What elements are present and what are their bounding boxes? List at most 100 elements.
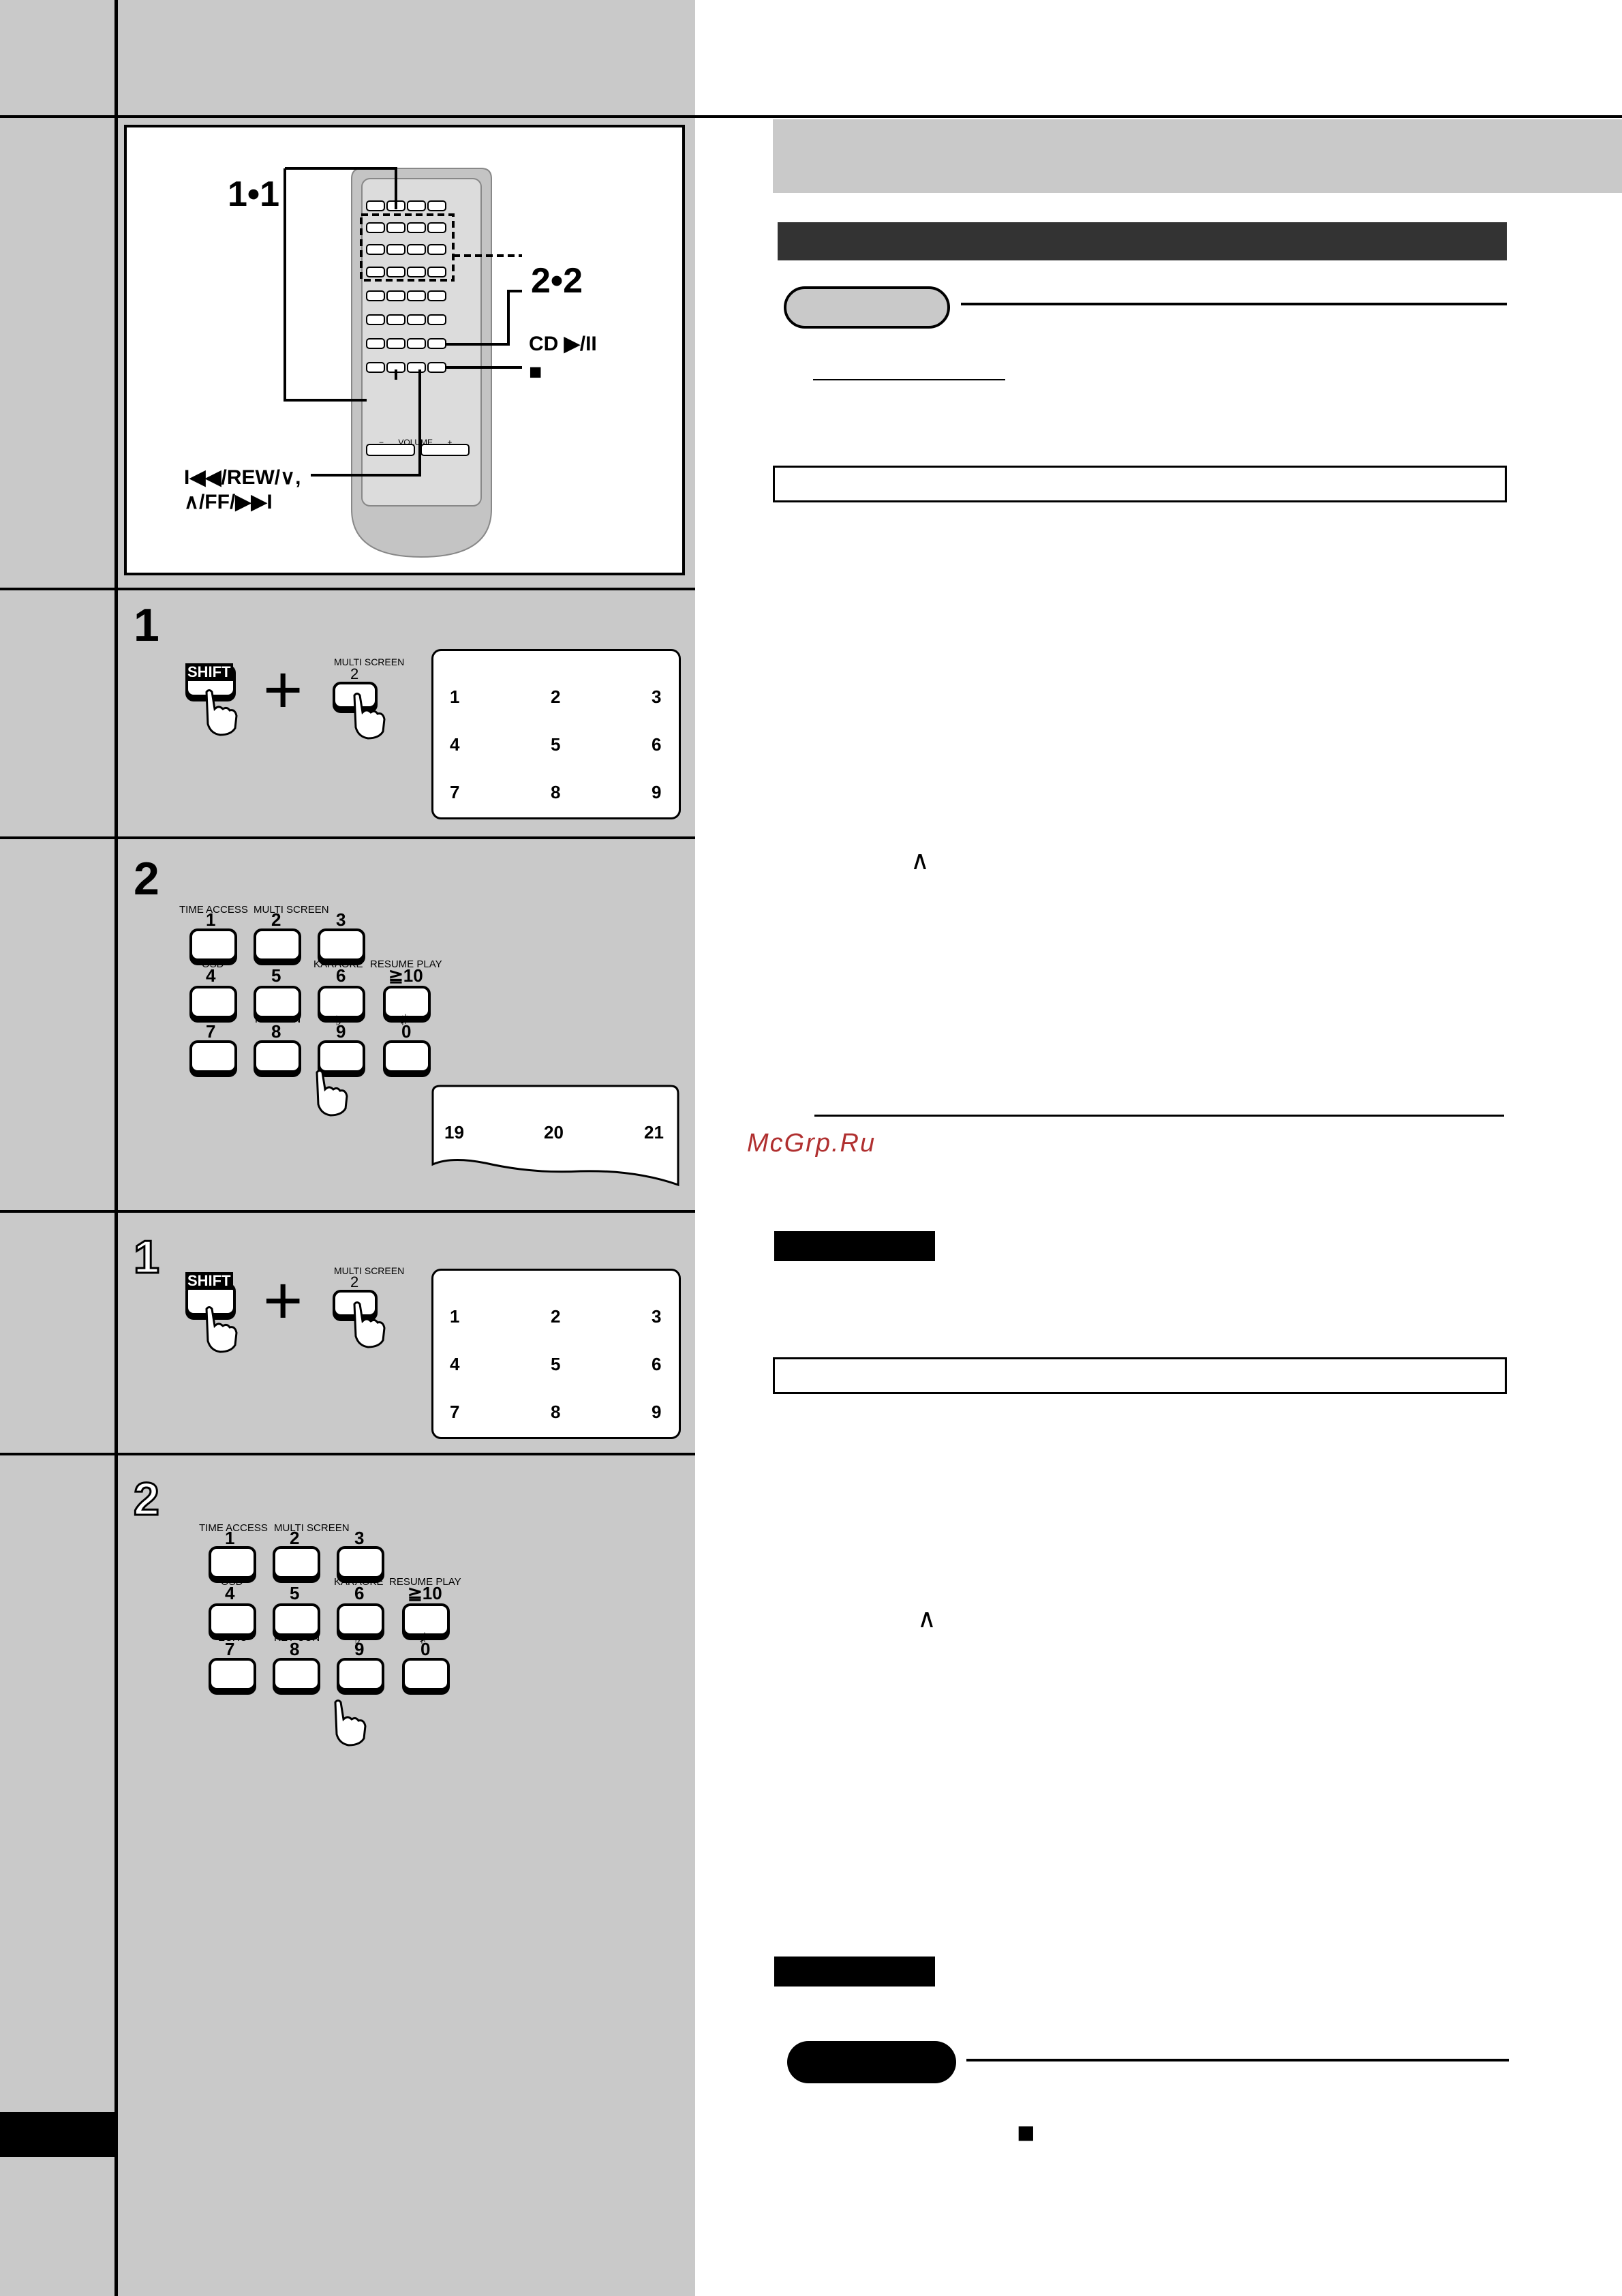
screen-cell: 5 — [551, 1354, 561, 1374]
key-8[interactable] — [254, 1040, 301, 1073]
key-number: 9 — [336, 1021, 346, 1042]
key-5[interactable] — [273, 1603, 320, 1636]
row-separator — [0, 1453, 695, 1455]
key-number: ≧10 — [388, 965, 423, 986]
key-0[interactable] — [383, 1040, 431, 1073]
key-caption: RESUME PLAY — [389, 1576, 461, 1588]
remote-volume-label: − VOLUME + — [379, 438, 452, 447]
step-number: 2 — [134, 853, 159, 905]
key-10-plus[interactable] — [383, 986, 431, 1018]
subsection-tab — [784, 286, 950, 329]
screen-cell: 2 — [551, 1306, 561, 1327]
key-number: 0 — [401, 1021, 412, 1042]
key-caption: ECHO — [218, 1632, 248, 1644]
key-4[interactable] — [209, 1603, 256, 1636]
page-tab-marker — [0, 2112, 116, 2157]
divider-rule — [814, 1115, 1504, 1117]
screen-cell: 7 — [450, 782, 460, 802]
key-5[interactable] — [254, 986, 301, 1018]
key-caption: ♭ — [354, 1632, 361, 1647]
pointing-finger-icon — [353, 693, 386, 740]
multi-screen-caption: MULTI SCREEN — [334, 1265, 405, 1276]
screen-cell: 3 — [652, 1306, 662, 1327]
black-label-bar — [774, 1231, 935, 1261]
title-bar — [778, 222, 1507, 260]
screen-cell: 8 — [551, 1402, 561, 1422]
screen-cell: 20 — [544, 1122, 564, 1143]
key-caption: TIME ACCESS — [199, 1522, 268, 1534]
key-number: ≧10 — [408, 1583, 442, 1603]
header-rule — [0, 115, 1622, 118]
multi-screen-display: 1 2 3 4 5 6 7 8 9 — [431, 1269, 681, 1439]
key-2[interactable] — [273, 1546, 320, 1579]
key-1[interactable] — [209, 1546, 256, 1579]
torn-screen-display — [431, 1085, 679, 1187]
caret-up-symbol: ∧ — [917, 1605, 936, 1633]
key-number: 4 — [225, 1583, 235, 1603]
key-10-plus[interactable] — [402, 1603, 450, 1636]
key-6[interactable] — [337, 1603, 384, 1636]
pointing-finger-icon — [205, 1306, 238, 1353]
row-separator — [0, 1210, 695, 1213]
key-number: 8 — [271, 1021, 281, 1042]
callout-step-1: 1•1 — [228, 175, 280, 214]
key-caption: MULTI SCREEN — [274, 1522, 350, 1534]
plus-sign: + — [263, 652, 303, 728]
watermark-text: McGrp.Ru — [747, 1129, 876, 1158]
stop-symbol: ■ — [1017, 2116, 1035, 2149]
multi-screen-key-number: 2 — [350, 1273, 359, 1290]
screen-cell: 4 — [450, 734, 460, 755]
key-number: 0 — [420, 1639, 431, 1659]
multi-screen-key-number: 2 — [350, 665, 359, 682]
skip-rewind-label: I◀◀/REW/∨, — [184, 466, 301, 489]
key-number: 5 — [290, 1583, 300, 1603]
key-caption: KARAOKE — [334, 1576, 384, 1588]
key-number: 3 — [354, 1528, 365, 1548]
skip-forward-label: ∧/FF/▶▶I — [184, 491, 273, 513]
key-8[interactable] — [273, 1658, 320, 1691]
key-number: 1 — [225, 1528, 235, 1548]
subsection-rule — [961, 303, 1507, 305]
key-number: 2 — [271, 909, 281, 930]
key-0[interactable] — [402, 1658, 450, 1691]
key-4[interactable] — [189, 986, 237, 1018]
row-separator — [0, 588, 695, 590]
key-3[interactable] — [318, 928, 365, 961]
key-caption: ♭ — [335, 1014, 342, 1029]
key-6[interactable] — [318, 986, 365, 1018]
key-caption: ♯ — [420, 1631, 427, 1646]
screen-cell: 9 — [652, 782, 662, 802]
key-7[interactable] — [209, 1658, 256, 1691]
key-number: 7 — [206, 1021, 216, 1042]
key-number: 8 — [290, 1639, 300, 1659]
key-caption: RESUME PLAY — [370, 958, 442, 970]
callout-step-2: 2•2 — [531, 261, 583, 301]
key-9[interactable] — [318, 1040, 365, 1073]
multi-screen-display: 1 2 3 4 5 6 7 8 9 — [431, 649, 681, 819]
screen-cell: 7 — [450, 1402, 460, 1422]
screen-cell: 8 — [551, 782, 561, 802]
volume-minus: − — [379, 438, 384, 447]
left-margin-divider — [114, 0, 118, 2296]
key-number: 3 — [336, 909, 346, 930]
screen-cell: 19 — [444, 1122, 464, 1143]
section-header-band — [773, 119, 1622, 193]
key-2[interactable] — [254, 928, 301, 961]
screen-cell: 2 — [551, 686, 561, 707]
key-7[interactable] — [189, 1040, 237, 1073]
screen-cell: 6 — [652, 734, 662, 755]
key-3[interactable] — [337, 1546, 384, 1579]
pointing-finger-icon — [316, 1070, 348, 1117]
key-caption: ♯ — [401, 1012, 408, 1027]
pointing-finger-icon — [353, 1301, 386, 1348]
screen-cell: 9 — [652, 1402, 662, 1422]
plus-sign: + — [263, 1263, 303, 1339]
key-number: 6 — [354, 1583, 365, 1603]
key-caption: OSD — [221, 1576, 243, 1588]
step-number: 2 — [133, 1472, 161, 1526]
cd-play-pause-label: CD ▶/II — [529, 333, 597, 355]
step-number: 1 — [133, 1230, 161, 1284]
key-number: 4 — [206, 965, 216, 986]
key-9[interactable] — [337, 1658, 384, 1691]
key-1[interactable] — [189, 928, 237, 961]
